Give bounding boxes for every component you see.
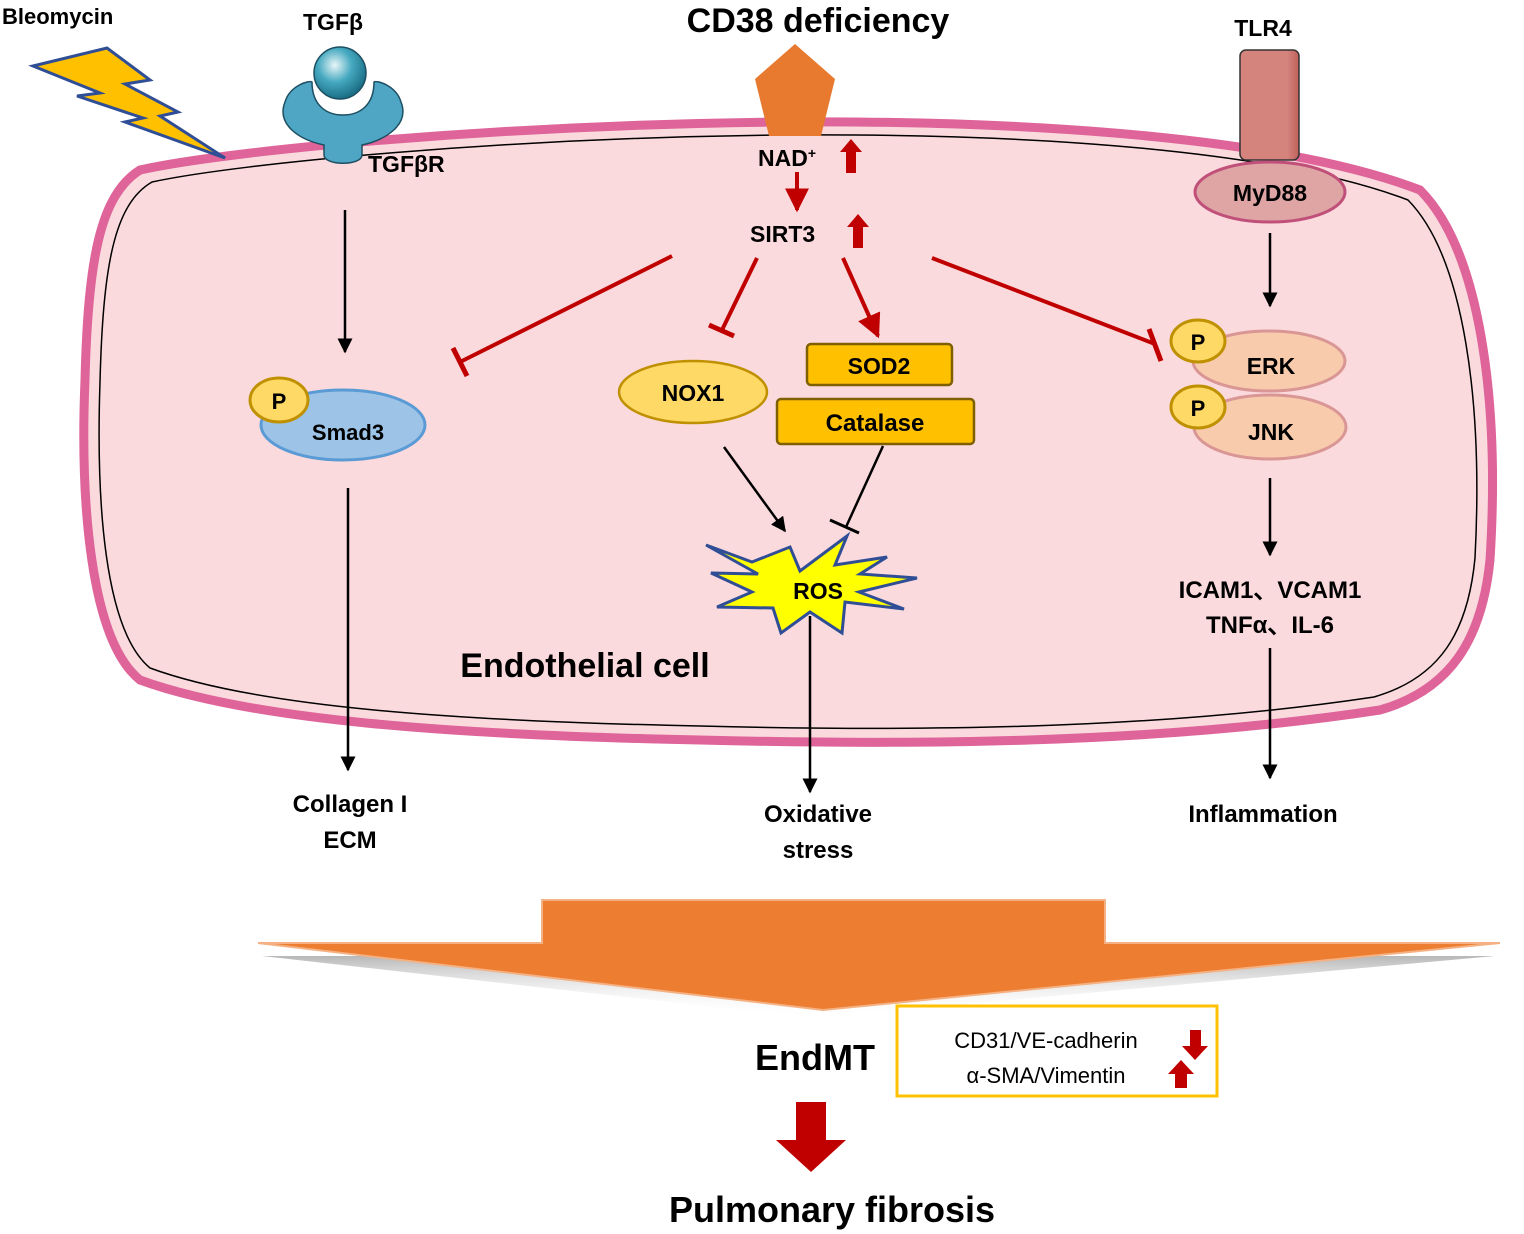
cytokines-line2: TNFα、IL-6	[1206, 612, 1334, 639]
stress-label: stress	[783, 837, 854, 864]
tlr4-label: TLR4	[1234, 15, 1292, 41]
pulmonary-fibrosis-label: Pulmonary fibrosis	[669, 1189, 995, 1230]
sirt3-activates-sod2	[841, 257, 881, 339]
nad-label: NAD+	[758, 145, 816, 171]
sirt3-label: SIRT3	[750, 221, 815, 247]
down-markers-label: CD31/VE-cadherin	[954, 1028, 1137, 1053]
oxidative-label: Oxidative	[764, 801, 872, 828]
sirt3-inhibits-erk	[931, 256, 1164, 362]
sirt3-up-arrow-icon	[847, 214, 869, 248]
up-arrow-icon	[1168, 1060, 1194, 1088]
tgfb-label: TGFβ	[303, 9, 363, 35]
tgfbr-label: TGFβR	[368, 151, 445, 177]
smad3-node: P Smad3	[248, 376, 427, 462]
sod2-node: SOD2	[805, 342, 954, 387]
cd38-pentagon-icon	[755, 44, 835, 136]
erk-label: ERK	[1247, 353, 1296, 379]
myd88-label: MyD88	[1233, 180, 1307, 206]
nox1-label: NOX1	[662, 380, 725, 406]
tlr4-receptor-icon	[1239, 49, 1300, 161]
bleomycin-lightning-icon	[28, 46, 226, 160]
tgfb-ligand-icon	[313, 46, 367, 100]
cd38-deficiency-title: CD38 deficiency	[687, 2, 950, 40]
myd88-node: MyD88	[1193, 160, 1347, 224]
phospho-badge	[248, 376, 310, 424]
sirt3-inhibits-smad3	[450, 254, 673, 378]
phospho-label: P	[1191, 396, 1206, 421]
jnk-label: JNK	[1248, 419, 1294, 445]
jnk-node: P JNK	[1169, 384, 1348, 461]
ros-label: ROS	[793, 578, 843, 604]
inflammation-label: Inflammation	[1188, 801, 1337, 828]
tgfb-receptor-icon	[282, 46, 404, 164]
nox1-to-ros-arrow	[722, 446, 787, 533]
nad-up-arrow-icon	[840, 139, 862, 173]
catalase-inhibits-ros	[829, 445, 885, 535]
ecm-label: ECM	[323, 827, 376, 854]
endmt-markers-box: CD31/VE-cadherin α-SMA/Vimentin	[895, 1004, 1219, 1098]
phospho-label: P	[272, 389, 287, 414]
phospho-badge	[1169, 384, 1227, 430]
sod2-label: SOD2	[848, 353, 911, 379]
endothelial-cell-label: Endothelial cell	[460, 647, 709, 685]
endmt-label: EndMT	[755, 1037, 875, 1078]
nox1-node: NOX1	[617, 359, 769, 425]
bleomycin-label: Bleomycin	[2, 4, 113, 29]
erk-node: P ERK	[1169, 318, 1347, 393]
cytokines-line1: ICAM1、VCAM1	[1179, 577, 1362, 604]
down-arrow-icon	[1182, 1030, 1208, 1060]
convergence-arrow-icon	[257, 899, 1501, 1018]
catalase-node: Catalase	[775, 397, 976, 446]
catalase-label: Catalase	[826, 410, 925, 437]
ros-burst-icon: ROS	[705, 531, 918, 636]
sirt3-inhibits-nox1	[707, 257, 759, 339]
phospho-label: P	[1191, 330, 1206, 355]
phospho-badge	[1169, 318, 1227, 364]
collagen-label: Collagen I	[293, 791, 408, 818]
up-markers-label: α-SMA/Vimentin	[966, 1063, 1125, 1088]
fibrosis-down-arrow-icon	[776, 1102, 846, 1172]
smad3-label: Smad3	[312, 420, 384, 445]
